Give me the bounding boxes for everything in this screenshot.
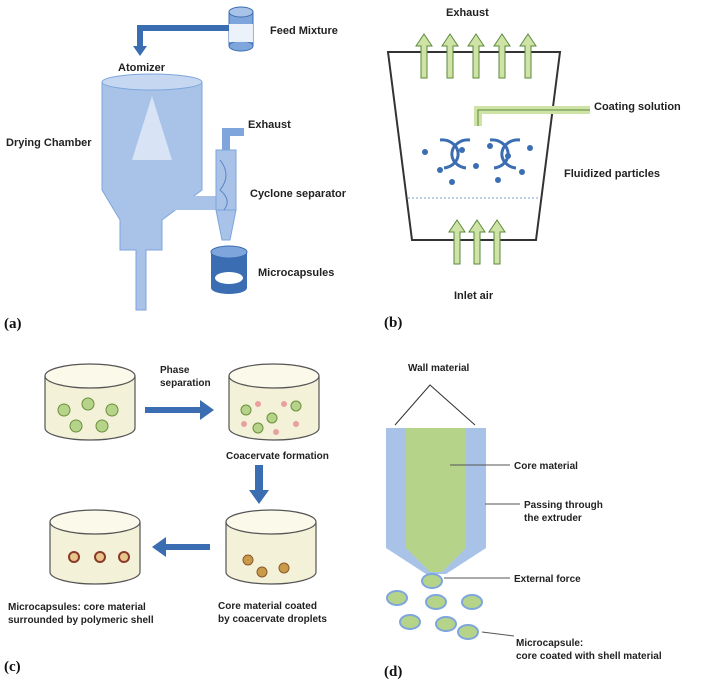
panel-d: Wall material Core material Passing thro…: [384, 363, 662, 680]
beaker-coacervate: [228, 363, 320, 441]
panel-a: Feed Mixture Atomizer Drying Chamber Exh…: [4, 6, 347, 332]
beaker-initial: [44, 363, 136, 441]
transfer-pipe: [162, 196, 222, 210]
label-exhaust-a: Exhaust: [248, 119, 291, 131]
wall-material-pointer: [394, 384, 476, 426]
label-passing-2: the extruder: [524, 513, 582, 524]
beaker-microcapsules: [49, 509, 141, 585]
panel-letter-c: (c): [4, 659, 21, 675]
arrow-phase-separation: [145, 400, 214, 420]
arrow-down: [249, 465, 269, 504]
label-microcapsule-1: Microcapsule:: [516, 638, 583, 649]
extruded-microcapsules: [386, 573, 483, 640]
microcapsules-container: [210, 245, 248, 294]
drying-chamber: [101, 73, 203, 311]
label-external-force: External force: [514, 574, 581, 585]
label-drying-chamber: Drying Chamber: [6, 137, 92, 149]
circulation-arrows: [439, 138, 521, 170]
beaker-coated: [225, 509, 317, 585]
label-microcaps-1: Microcapsules: core material: [8, 602, 146, 613]
extruder: [386, 428, 486, 574]
label-atomizer: Atomizer: [118, 62, 166, 74]
label-coacervate-formation: Coacervate formation: [226, 451, 329, 462]
label-wall-material: Wall material: [408, 363, 470, 374]
label-coated-1: Core material coated: [218, 601, 317, 612]
label-microcapsule-2: core coated with shell material: [516, 651, 662, 662]
label-exhaust-b: Exhaust: [446, 7, 489, 19]
cyclone-separator: [215, 128, 244, 241]
fluidized-particles: [422, 143, 533, 185]
feed-mixture-container: [228, 6, 254, 52]
inlet-air-arrows: [448, 219, 506, 265]
label-microcapsules-a: Microcapsules: [258, 267, 334, 279]
label-inlet-air: Inlet air: [454, 290, 494, 302]
spray-cone: [132, 96, 172, 160]
panel-letter-a: (a): [4, 316, 22, 332]
coating-solution-pipe: [474, 106, 590, 126]
panel-c: Phase separation Coacervate formation Mi…: [4, 363, 329, 675]
label-passing-1: Passing through: [524, 500, 603, 511]
arrow-left: [152, 537, 210, 557]
feed-pipe-arrow: [133, 25, 229, 56]
label-cyclone: Cyclone separator: [250, 188, 347, 200]
exhaust-arrows: [415, 33, 537, 79]
panel-letter-d: (d): [384, 664, 402, 680]
label-phase-1: Phase: [160, 365, 190, 376]
label-core-material: Core material: [514, 461, 578, 472]
panel-letter-b: (b): [384, 315, 402, 331]
label-fluidized-particles: Fluidized particles: [564, 168, 660, 180]
label-phase-2: separation: [160, 378, 211, 389]
label-microcaps-2: surrounded by polymeric shell: [8, 615, 154, 626]
label-coating-solution: Coating solution: [594, 101, 681, 113]
label-coated-2: by coacervate droplets: [218, 614, 327, 625]
panel-b: Exhaust Coating solution Fluidized parti…: [384, 7, 681, 331]
label-feed-mixture: Feed Mixture: [270, 25, 338, 37]
fluid-bed-vessel: [386, 51, 562, 241]
microcapsule-pointer: [481, 631, 515, 637]
